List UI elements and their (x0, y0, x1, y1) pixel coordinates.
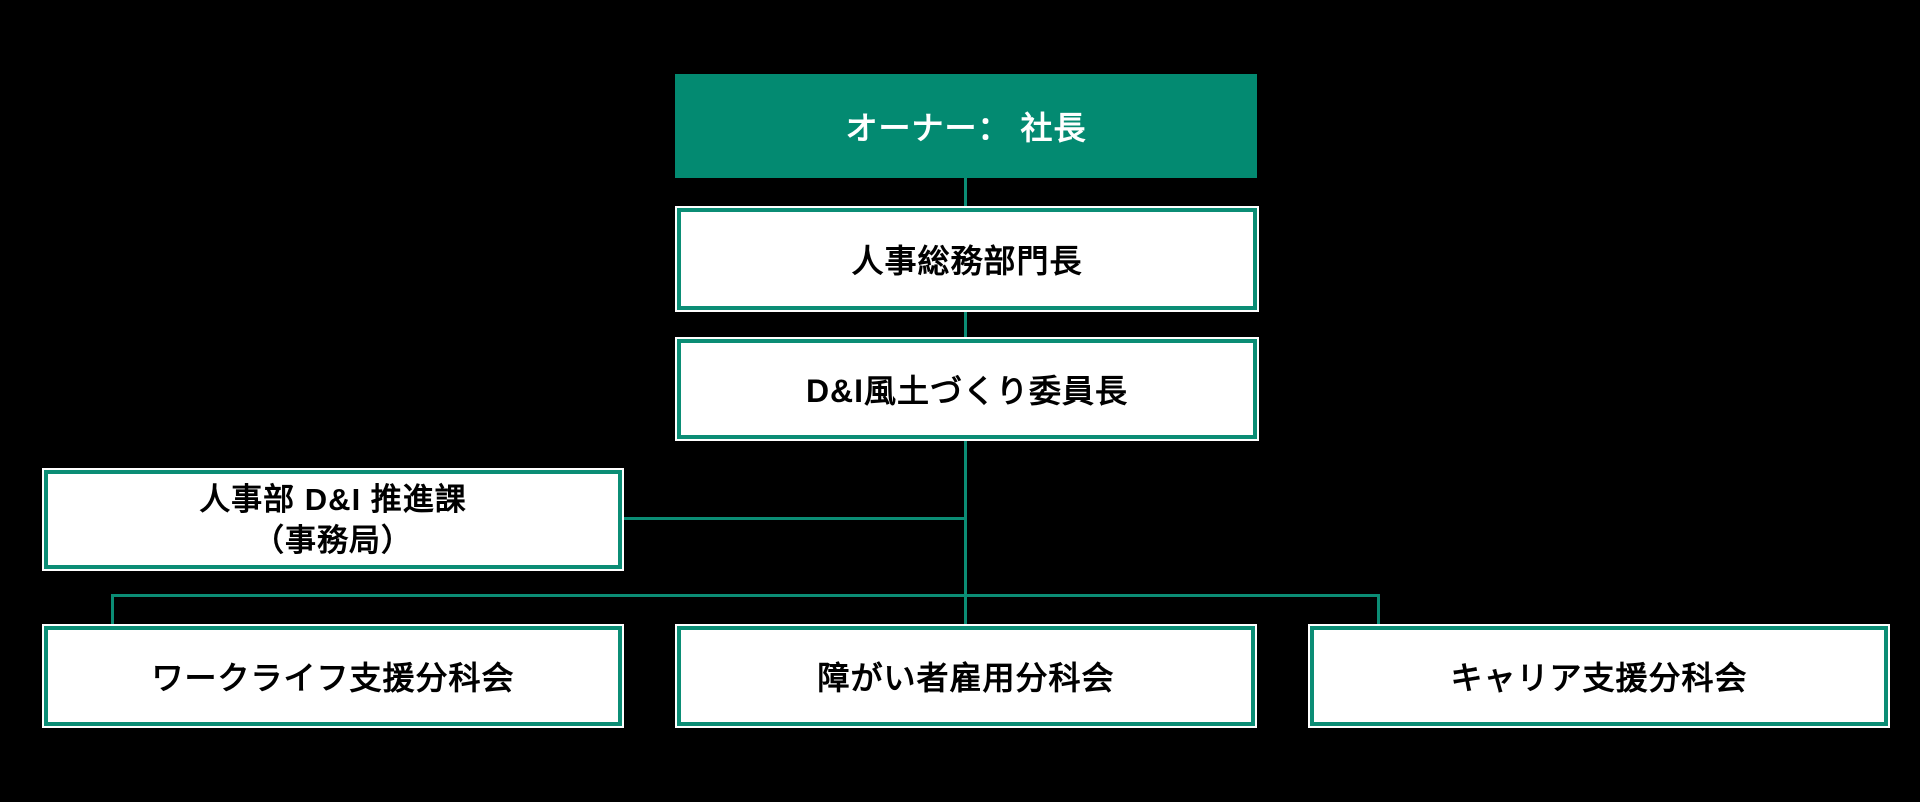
org-box-hr-director: 人事総務部門長 (675, 206, 1259, 312)
subcommittee-disability-employment-label: 障がい者雇用分科会 (817, 660, 1115, 696)
org-box-subcommittee-worklife: ワークライフ支援分科会 (42, 624, 624, 728)
org-box-subcommittee-career: キャリア支援分科会 (1308, 624, 1890, 728)
hr-director-label: 人事総務部門長 (851, 243, 1083, 279)
org-box-owner: オーナー： 社長 (675, 74, 1257, 178)
secretariat-label-line2: （事務局） (253, 522, 413, 558)
connector-drop-to-worklife (111, 594, 114, 627)
connector-hr-director-to-chair (964, 310, 967, 340)
connector-to-secretariat (622, 517, 966, 520)
subcommittee-worklife-label: ワークライフ支援分科会 (151, 660, 515, 696)
connector-chair-trunk-vertical (964, 438, 967, 628)
org-box-committee-chair: D&I風土づくり委員長 (675, 337, 1259, 441)
connector-distribution-horizontal (111, 594, 1380, 597)
committee-chair-label: D&I風土づくり委員長 (805, 373, 1129, 409)
subcommittee-career-label: キャリア支援分科会 (1450, 660, 1748, 696)
org-box-subcommittee-disability-employment: 障がい者雇用分科会 (675, 624, 1257, 728)
connector-drop-to-career (1377, 594, 1380, 627)
secretariat-label-line1: 人事部 D&I 推進課 (199, 481, 467, 517)
owner-label: オーナー： 社長 (845, 110, 1087, 146)
org-box-secretariat: 人事部 D&I 推進課 （事務局） (42, 468, 624, 571)
connector-owner-to-hr-director (964, 178, 967, 209)
